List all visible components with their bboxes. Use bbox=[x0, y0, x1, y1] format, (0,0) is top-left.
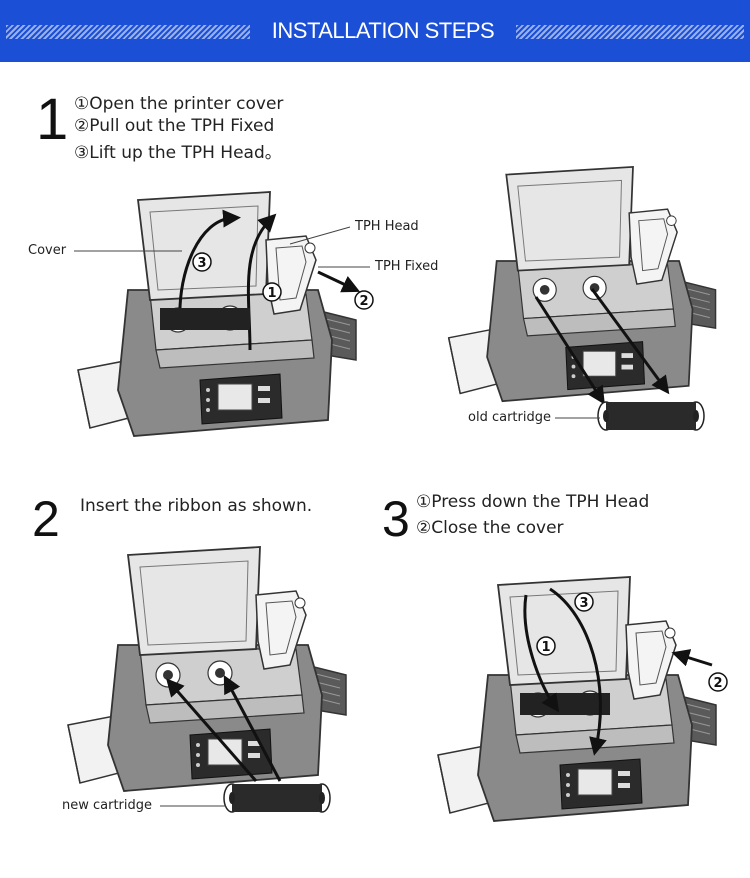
header-banner: INSTALLATION STEPS bbox=[0, 0, 750, 62]
tph-fixed-label: TPH Fixed bbox=[375, 259, 439, 274]
step-3-printer-illustration bbox=[430, 575, 730, 825]
header-stripe-right bbox=[516, 25, 744, 39]
step-3-marker-1-icon: 1 bbox=[536, 636, 556, 656]
svg-text:3: 3 bbox=[579, 596, 588, 611]
cover-label: Cover bbox=[28, 243, 67, 258]
marker-1-icon: 1 bbox=[262, 282, 282, 302]
old-cartridge-label: old cartridge bbox=[468, 410, 551, 425]
svg-text:1: 1 bbox=[541, 640, 550, 655]
step-1-line-2: ②Pull out the TPH Fixed bbox=[74, 116, 275, 136]
step-2-number: 2 bbox=[32, 491, 60, 547]
step-1-number: 1 bbox=[36, 87, 69, 152]
step-2-printer-illustration bbox=[60, 545, 360, 795]
marker-3-icon: 3 bbox=[192, 252, 212, 272]
step-3-line-1: ①Press down the TPH Head bbox=[416, 492, 650, 512]
header-stripe-left bbox=[6, 25, 250, 39]
step-3-number: 3 bbox=[382, 491, 410, 547]
step-2-line-1: Insert the ribbon as shown. bbox=[80, 496, 313, 516]
svg-text:1: 1 bbox=[267, 286, 276, 301]
svg-text:2: 2 bbox=[359, 294, 368, 309]
step-1-line-1: ①Open the printer cover bbox=[74, 94, 284, 114]
step-3-marker-3-icon: 3 bbox=[574, 592, 594, 612]
svg-text:2: 2 bbox=[713, 676, 722, 691]
new-cartridge-label: new cartridge bbox=[62, 798, 153, 813]
tph-head-label: TPH Head bbox=[355, 219, 419, 234]
step-3-line-2: ②Close the cover bbox=[416, 518, 564, 538]
page-title: INSTALLATION STEPS bbox=[271, 18, 495, 43]
step-1-remove-illustration bbox=[440, 165, 730, 405]
step-3-marker-2-icon: 2 bbox=[708, 672, 728, 692]
step-1-printer-illustration bbox=[70, 190, 370, 440]
step-1-line-3: ③Lift up the TPH Head。 bbox=[74, 143, 282, 163]
marker-2-icon: 2 bbox=[354, 290, 374, 310]
svg-text:3: 3 bbox=[197, 256, 206, 271]
